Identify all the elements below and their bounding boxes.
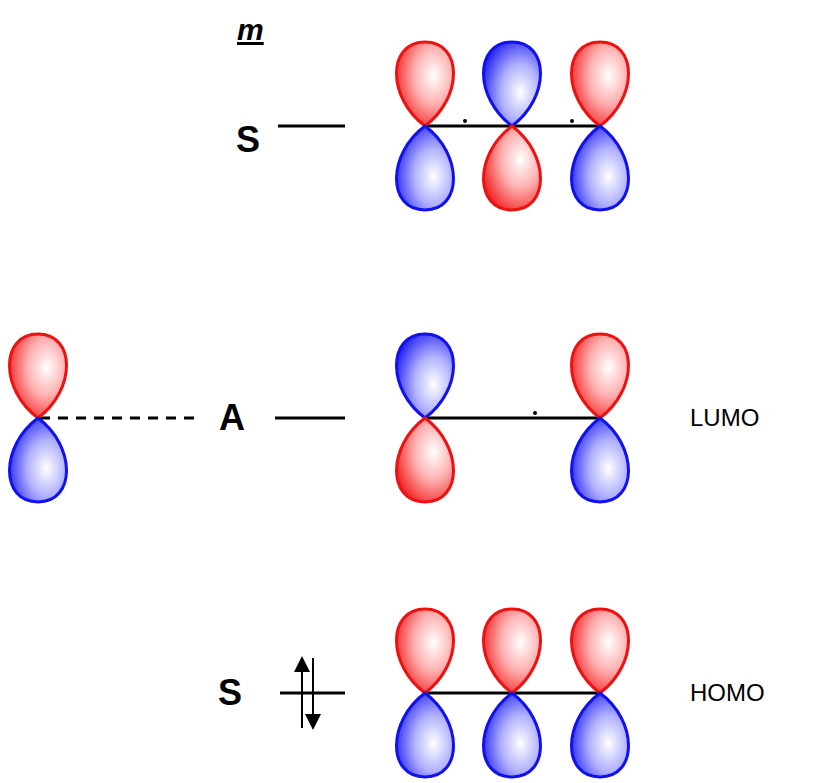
orbital-lobe xyxy=(397,334,454,418)
electron-spin-down xyxy=(312,658,314,722)
orbital-label: LUMO xyxy=(690,406,759,430)
p-orbital xyxy=(484,609,541,777)
orbital-lobe xyxy=(572,126,629,210)
node-dot xyxy=(463,119,467,123)
energy-levels xyxy=(275,126,345,728)
orbital-lobe xyxy=(397,126,454,210)
orbital-lobe xyxy=(572,334,629,418)
orbital-lobe xyxy=(484,693,541,777)
energy-level xyxy=(275,417,345,420)
bond-lines xyxy=(40,119,600,693)
orbital-lobe xyxy=(397,693,454,777)
orbital-lobe xyxy=(397,42,454,126)
p-orbital xyxy=(10,334,67,502)
p-orbital xyxy=(397,42,454,210)
p-orbitals xyxy=(10,42,629,777)
orbital-lobe xyxy=(572,693,629,777)
orbital-lobe xyxy=(397,609,454,693)
orbital-lobe xyxy=(572,609,629,693)
bond-line xyxy=(425,417,600,420)
orbital-lobe xyxy=(10,418,67,502)
orbital-lobe xyxy=(484,609,541,693)
orbital-lobe xyxy=(572,42,629,126)
symmetry-label: A xyxy=(219,400,245,436)
node-dot xyxy=(533,411,537,415)
p-orbital xyxy=(397,609,454,777)
node-dot xyxy=(570,119,574,123)
axis-label: m xyxy=(237,15,264,45)
p-orbital xyxy=(572,334,629,502)
orbital-lobe xyxy=(10,334,67,418)
p-orbital xyxy=(572,609,629,777)
symmetry-label: S xyxy=(236,122,260,158)
p-orbital xyxy=(397,334,454,502)
dashed-correlation-line xyxy=(40,417,200,420)
p-orbital xyxy=(572,42,629,210)
orbital-lobe xyxy=(484,42,541,126)
symmetry-label: S xyxy=(218,675,242,711)
p-orbital xyxy=(484,42,541,210)
energy-level xyxy=(278,125,345,128)
orbital-lobe xyxy=(397,418,454,502)
orbital-lobe xyxy=(572,418,629,502)
electron-spin-up xyxy=(301,664,303,728)
orbital-lobe xyxy=(484,126,541,210)
orbital-label: HOMO xyxy=(690,681,765,705)
